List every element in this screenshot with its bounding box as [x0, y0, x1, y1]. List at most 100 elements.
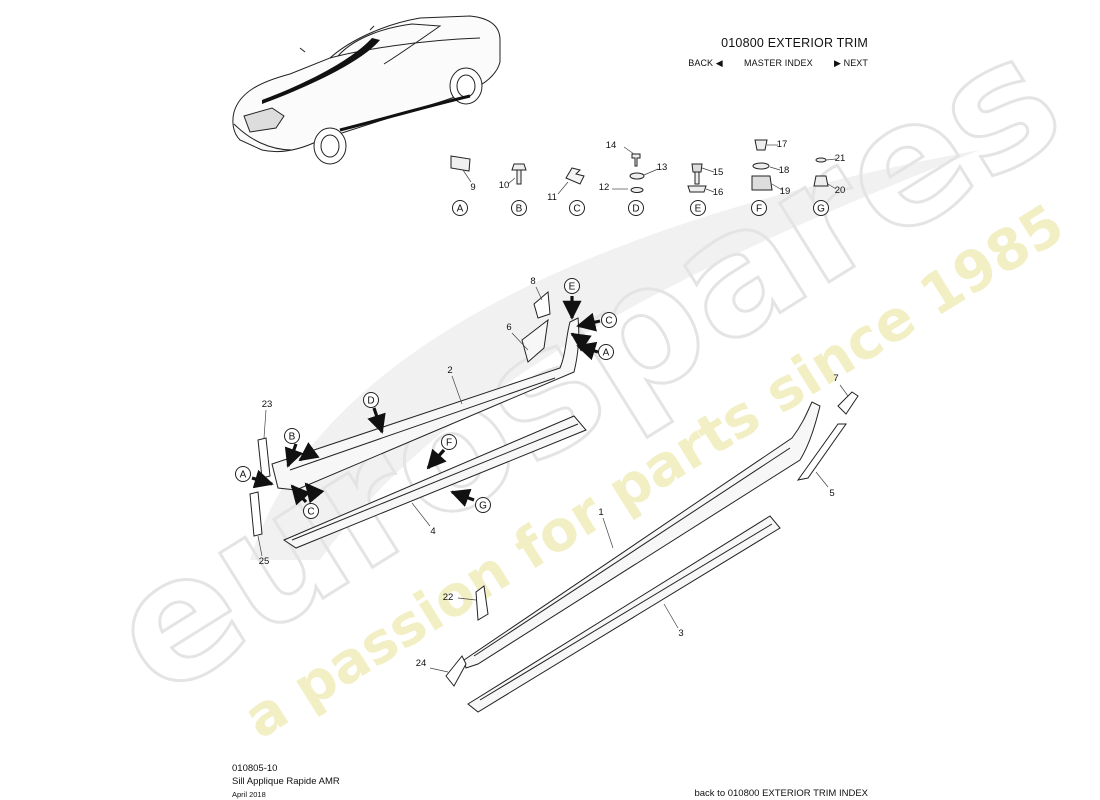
- location-callout-c: C: [576, 312, 617, 332]
- back-link[interactable]: BACK ◀: [688, 58, 723, 68]
- part-number-17: 17: [767, 139, 787, 150]
- part-number-label: 22: [443, 592, 454, 603]
- clip-icon-11: [565, 167, 585, 185]
- group-marker-c: C: [569, 200, 585, 216]
- callout-letter: C: [307, 507, 314, 518]
- callout-letter: A: [603, 348, 610, 359]
- callout-arrow-extra: [570, 332, 592, 352]
- part-number-label: 12: [599, 182, 610, 193]
- part-3-sill-lower: [467, 515, 781, 713]
- bolt-icon-10: [511, 163, 527, 185]
- part-number-18: 18: [769, 165, 790, 176]
- part-number-11: 11: [547, 181, 569, 203]
- index-navigation: BACK ◀ MASTER INDEX ▶ NEXT: [0, 58, 868, 69]
- part-number-label: 15: [713, 167, 724, 178]
- back-to-index-link[interactable]: back to 010800 EXTERIOR TRIM INDEX: [694, 788, 868, 799]
- group-letter: B: [516, 204, 523, 215]
- part-25-end-trim: [249, 491, 263, 537]
- part-number-label: 19: [780, 186, 791, 197]
- part-number-label: 10: [499, 180, 510, 191]
- part-callout-22: 22: [443, 592, 477, 603]
- back-arrow-icon: ◀: [715, 58, 723, 68]
- part-callout-23: 23: [262, 399, 273, 439]
- group-marker-d: D: [628, 200, 644, 216]
- fastener-details: [450, 139, 829, 193]
- callout-letter: E: [569, 282, 576, 293]
- part-number-label: 14: [606, 140, 617, 151]
- callout-letter: B: [289, 432, 296, 443]
- part-number-label: 4: [430, 526, 435, 537]
- part-number-16: 16: [705, 187, 724, 198]
- watermark-brand: eurospares: [77, 0, 1093, 735]
- next-label: NEXT: [843, 58, 868, 68]
- group-letter: D: [632, 204, 639, 215]
- location-callout-f: F: [426, 434, 457, 470]
- part-callout-25: 25: [257, 535, 269, 567]
- diagram-code: 010805-10: [232, 763, 278, 774]
- location-callout-c: C: [290, 484, 319, 519]
- part-number-label: 9: [470, 182, 475, 193]
- stud-icon-e: [687, 163, 707, 193]
- callout-letter: G: [479, 501, 487, 512]
- part-24-end-trim: [445, 655, 467, 687]
- part-number-20: 20: [827, 183, 846, 196]
- part-number-label: 11: [547, 192, 557, 203]
- part-number-label: 24: [416, 658, 427, 669]
- group-letter: A: [457, 204, 464, 215]
- part-number-label: 8: [530, 276, 535, 287]
- page-title: 010800 EXTERIOR TRIM: [721, 36, 868, 50]
- callout-arrow-extra: [304, 482, 325, 504]
- part-number-15: 15: [701, 167, 724, 178]
- part-number-19: 19: [771, 183, 791, 197]
- washer-stack-icon-d: [629, 153, 645, 193]
- clip-nut-icon-f: [751, 139, 773, 191]
- part-number-label: 16: [713, 187, 724, 198]
- part-22-end-trim: [475, 585, 489, 621]
- part-number-label: 18: [779, 165, 790, 176]
- location-callout-e: E: [562, 278, 582, 320]
- push-clip-icon-g: [813, 157, 829, 187]
- part-1-sill-applique: [463, 401, 821, 669]
- next-arrow-icon: ▶: [833, 58, 841, 68]
- part-number-label: 17: [777, 139, 788, 150]
- group-marker-f: F: [751, 200, 767, 216]
- location-callout-g: G: [450, 488, 491, 513]
- part-number-label: 23: [262, 399, 273, 410]
- sill-parts-drawing: [249, 290, 859, 713]
- part-number-label: 1: [598, 507, 603, 518]
- group-marker-a: A: [452, 200, 468, 216]
- part-number-label: 20: [835, 185, 846, 196]
- location-callout-b: B: [284, 428, 303, 468]
- back-label: BACK: [688, 58, 714, 68]
- callout-letter: F: [446, 438, 452, 449]
- part-number-9: 9: [462, 169, 476, 193]
- group-marker-b: B: [511, 200, 527, 216]
- part-number-12: 12: [599, 182, 628, 193]
- group-marker-g: G: [813, 200, 829, 216]
- group-letter: F: [756, 204, 762, 215]
- part-7-filler: [837, 391, 859, 415]
- part-number-13: 13: [643, 162, 668, 176]
- part-callout-2: 2: [447, 365, 463, 405]
- part-6-end-cap: [521, 318, 549, 363]
- location-callout-d: D: [363, 392, 386, 434]
- part-number-label: 7: [833, 373, 838, 384]
- callout-letter: C: [605, 316, 612, 327]
- callout-letter: A: [240, 470, 247, 481]
- next-link[interactable]: ▶ NEXT: [834, 58, 868, 68]
- part-callout-6: 6: [506, 322, 529, 351]
- callout-arrow-extra: [298, 442, 320, 462]
- part-number-label: 13: [657, 162, 668, 173]
- part-callout-7: 7: [833, 373, 849, 397]
- master-index-link[interactable]: MASTER INDEX: [744, 58, 813, 68]
- part-number-10: 10: [499, 177, 516, 191]
- part-number-label: 2: [447, 365, 452, 376]
- part-number-label: 5: [829, 488, 834, 499]
- part-number-label: 6: [506, 322, 511, 333]
- part-5-end-cap: [796, 423, 847, 481]
- diagram-date: April 2018: [232, 790, 266, 799]
- part-number-14: 14: [606, 140, 635, 155]
- location-callout-a: A: [235, 466, 274, 489]
- diagram-name: Sill Applique Rapide AMR: [232, 776, 340, 787]
- part-callout-5: 5: [815, 471, 835, 499]
